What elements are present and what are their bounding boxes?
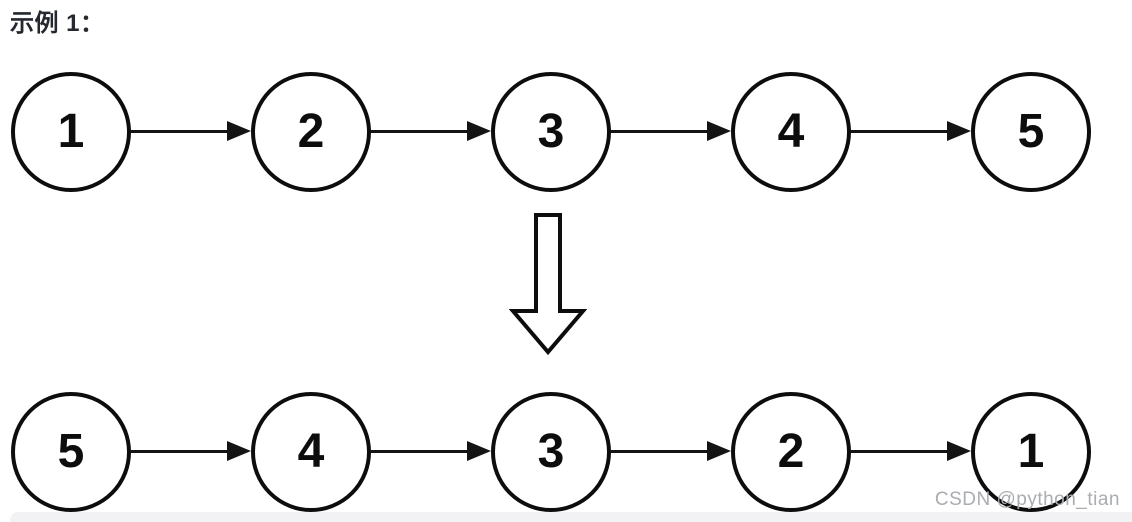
list-node: 4: [731, 72, 851, 192]
list-node: 2: [731, 392, 851, 512]
node-value: 5: [57, 425, 85, 478]
arrow-line: [131, 130, 237, 133]
list-node: 5: [971, 72, 1091, 192]
linked-list-reversed: 5 4 3 2 1: [11, 392, 1091, 512]
list-node: 1: [971, 392, 1091, 512]
arrowhead-icon: [467, 121, 491, 141]
arrow-line: [611, 130, 717, 133]
node-value: 4: [297, 425, 325, 478]
arrowhead-icon: [467, 441, 491, 461]
node-value: 2: [777, 425, 805, 478]
arrowhead-icon: [947, 121, 971, 141]
node-value: 4: [777, 105, 805, 158]
arrow-line: [131, 450, 237, 453]
node-value: 1: [1017, 425, 1045, 478]
list-node: 3: [491, 392, 611, 512]
linked-list-original: 1 2 3 4 5: [11, 72, 1091, 192]
arrow-line: [371, 130, 477, 133]
next-pointer-arrow: [131, 392, 251, 512]
next-pointer-arrow: [851, 72, 971, 192]
list-node: 4: [251, 392, 371, 512]
arrowhead-icon: [707, 121, 731, 141]
next-pointer-arrow: [371, 72, 491, 192]
list-node: 3: [491, 72, 611, 192]
list-node: 5: [11, 392, 131, 512]
arrow-line: [851, 450, 957, 453]
arrow-line: [371, 450, 477, 453]
list-node: 1: [11, 72, 131, 192]
next-pointer-arrow: [371, 392, 491, 512]
arrowhead-icon: [947, 441, 971, 461]
list-node: 2: [251, 72, 371, 192]
reverse-transform-down-arrow-icon: [509, 213, 587, 356]
next-pointer-arrow: [611, 392, 731, 512]
next-pointer-arrow: [611, 72, 731, 192]
code-block-edge: [10, 512, 1132, 522]
arrow-line: [611, 450, 717, 453]
node-value: 3: [537, 425, 565, 478]
arrowhead-icon: [707, 441, 731, 461]
next-pointer-arrow: [851, 392, 971, 512]
node-value: 5: [1017, 105, 1045, 158]
example-heading: 示例 1：: [10, 10, 105, 37]
node-value: 3: [537, 105, 565, 158]
arrowhead-icon: [227, 441, 251, 461]
arrow-line: [851, 130, 957, 133]
arrowhead-icon: [227, 121, 251, 141]
next-pointer-arrow: [131, 72, 251, 192]
node-value: 2: [297, 105, 325, 158]
watermark: CSDN @python_tian: [934, 489, 1120, 510]
node-value: 1: [57, 105, 85, 158]
